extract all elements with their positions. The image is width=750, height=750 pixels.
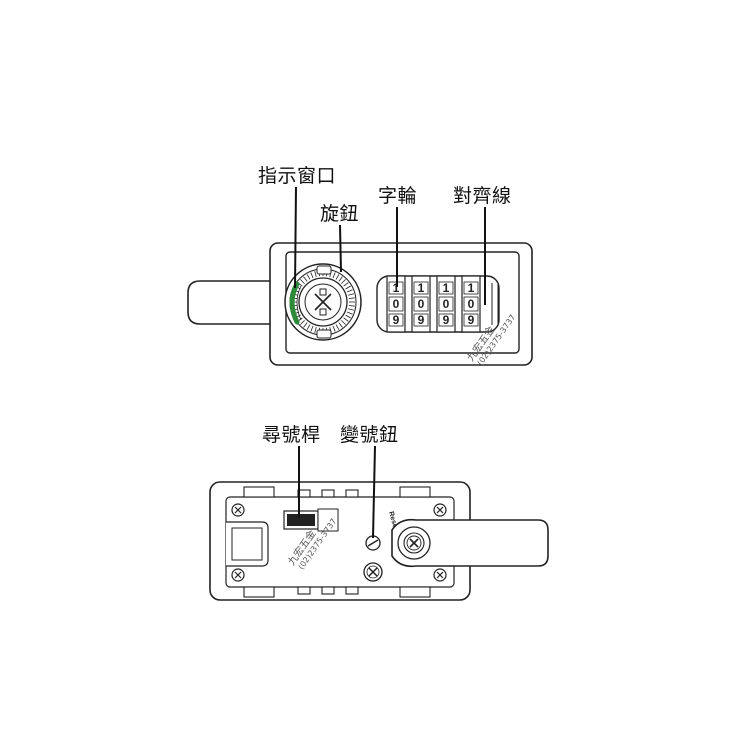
reset-mark-text: Reset bbox=[387, 511, 399, 532]
search-lever bbox=[283, 508, 339, 532]
label-indicator-window: 指示窗口 bbox=[258, 165, 336, 187]
label-reset-button: 變號鈕 bbox=[340, 424, 399, 446]
knurl-tick bbox=[310, 272, 314, 279]
knurl-tick bbox=[310, 325, 314, 332]
dial-2: 1 0 9 bbox=[411, 275, 431, 333]
reset-mark: Reset bbox=[387, 511, 399, 532]
back-view: Reset 尋號桿 變號鈕 九宏五金 (02)2375-3737 bbox=[209, 424, 549, 601]
knob bbox=[284, 263, 362, 341]
front-view: 1 0 9 1 0 9 1 0 9 1 0 bbox=[187, 165, 533, 367]
knurl-tick bbox=[341, 279, 346, 284]
knurl-tick bbox=[300, 279, 305, 284]
knurl-tick bbox=[306, 324, 311, 330]
knurl-tick bbox=[346, 311, 353, 315]
knurl-tick bbox=[348, 293, 355, 296]
knurl-tick bbox=[303, 276, 308, 282]
label-alignment-line: 對齊線 bbox=[453, 185, 512, 207]
knurl-tick bbox=[314, 270, 317, 277]
knurl-tick bbox=[303, 322, 308, 328]
knurl-tick bbox=[348, 304, 355, 307]
knurl-tick bbox=[332, 325, 336, 332]
screw-icon bbox=[433, 568, 447, 582]
dial-2-bottom-digit: 9 bbox=[418, 313, 425, 327]
reset-button-icon bbox=[365, 535, 381, 551]
knurl-tick bbox=[348, 308, 355, 311]
knurl-tick bbox=[306, 274, 311, 280]
screw-icon bbox=[433, 503, 447, 517]
dial-4: 1 0 9 bbox=[461, 275, 481, 333]
screw-icon bbox=[231, 568, 245, 582]
dial-3-middle-digit: 0 bbox=[443, 297, 450, 311]
knurl-tick bbox=[343, 282, 349, 287]
dial-3: 1 0 9 bbox=[436, 275, 456, 333]
knurl-tick bbox=[332, 272, 336, 279]
knurl-tick bbox=[345, 285, 351, 290]
dial-3-bottom-digit: 9 bbox=[443, 313, 450, 327]
dial-4-top-digit: 1 bbox=[468, 281, 475, 295]
leader-reset-button bbox=[372, 445, 376, 539]
knurl-tick bbox=[338, 322, 343, 328]
knurl-tick bbox=[341, 320, 346, 325]
knurl-tick bbox=[335, 324, 340, 330]
label-knob: 旋鈕 bbox=[320, 203, 359, 225]
label-dials: 字輪 bbox=[378, 185, 417, 207]
knurl-tick bbox=[335, 274, 340, 280]
dial-3-top-digit: 1 bbox=[443, 281, 450, 295]
dial-4-bottom-digit: 9 bbox=[468, 313, 475, 327]
leader-knob bbox=[339, 224, 342, 273]
screw-icon bbox=[231, 503, 245, 517]
dial-4-middle-digit: 0 bbox=[468, 297, 475, 311]
dial-2-top-digit: 1 bbox=[418, 281, 425, 295]
handle-screw-icon bbox=[397, 526, 431, 560]
knurl-tick bbox=[348, 297, 355, 300]
screw-icon bbox=[363, 562, 383, 582]
knurl-tick bbox=[338, 276, 343, 282]
knurl-tick bbox=[314, 327, 317, 334]
dial-1-middle-digit: 0 bbox=[393, 297, 400, 311]
knurl-tick bbox=[346, 289, 353, 293]
latch-bar bbox=[187, 280, 272, 325]
knurl-tick bbox=[345, 314, 351, 319]
handle bbox=[391, 518, 549, 568]
label-search-lever: 尋號桿 bbox=[262, 424, 321, 446]
dial-1-bottom-digit: 9 bbox=[393, 313, 400, 327]
knurl-tick bbox=[300, 320, 305, 325]
plate-tabs bbox=[243, 486, 431, 598]
dial-1-top-digit: 1 bbox=[393, 281, 400, 295]
dial-2-middle-digit: 0 bbox=[418, 297, 425, 311]
leader-indicator-window bbox=[294, 186, 297, 289]
knurl-tick bbox=[343, 317, 349, 322]
